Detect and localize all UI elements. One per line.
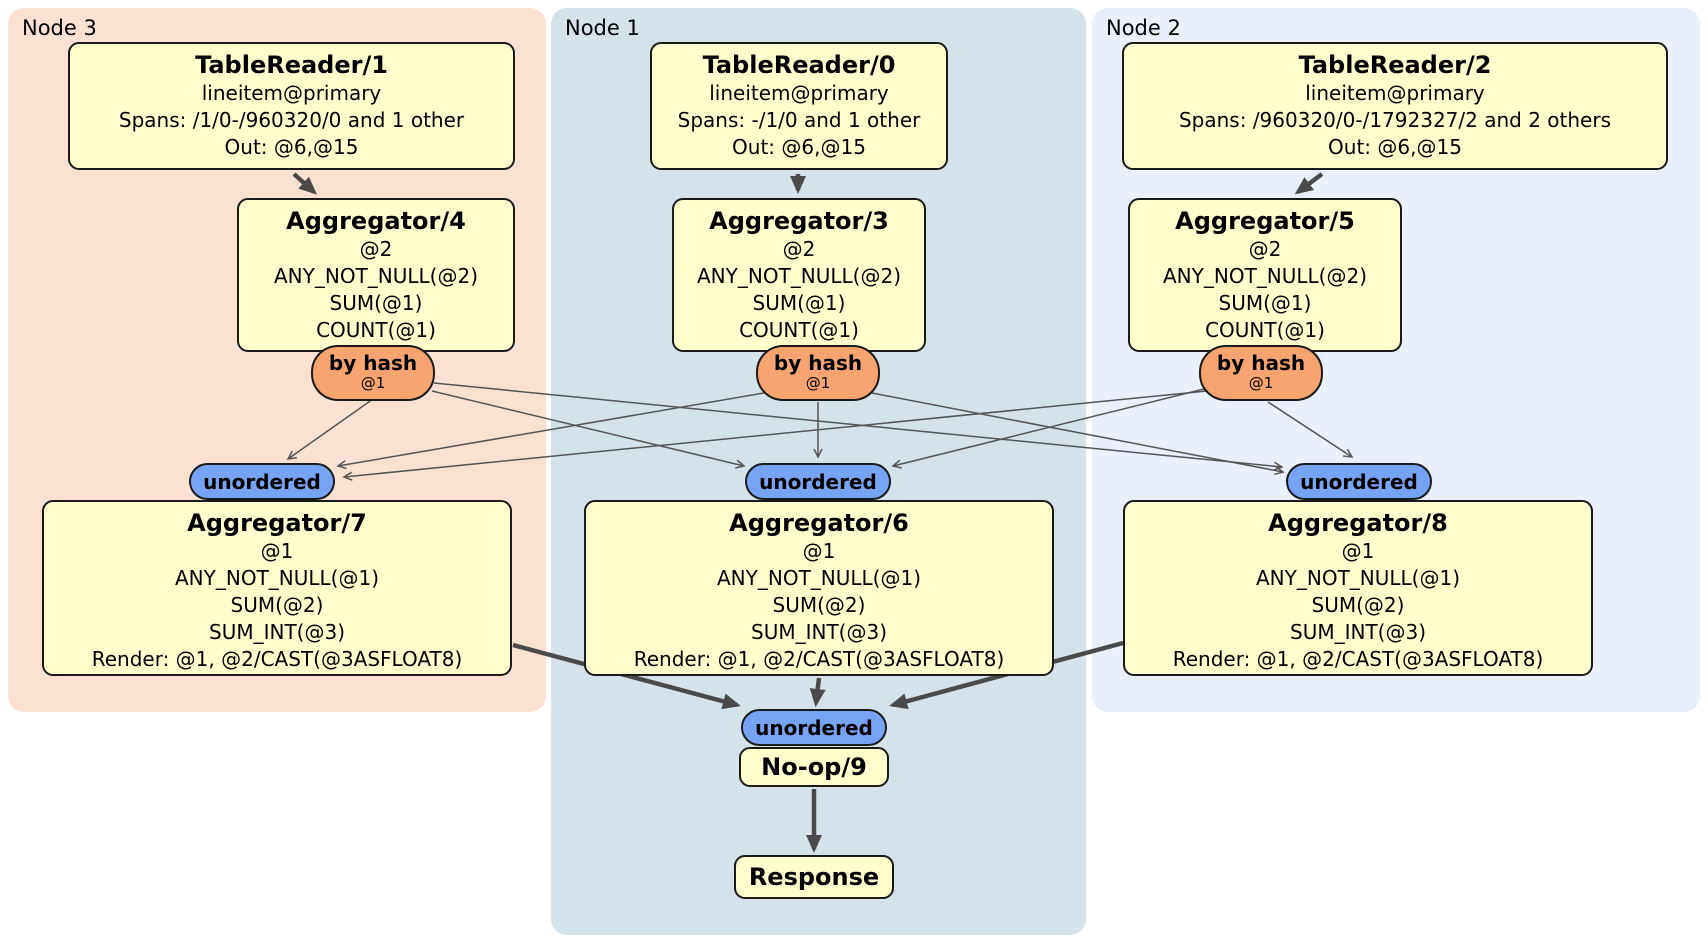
processor-title: TableReader/2 — [1298, 51, 1492, 79]
router-by-hash-node1: by hash @1 — [756, 345, 880, 401]
processor-title: TableReader/0 — [702, 51, 896, 79]
router-label: by hash — [328, 351, 418, 375]
region-node1-label: Node 1 — [565, 16, 640, 40]
thin-edges — [286, 382, 1354, 481]
processor-detail: ANY_NOT_NULL(@1) — [175, 566, 379, 590]
processor-detail: COUNT(@1) — [739, 318, 859, 342]
sync-label: unordered — [203, 469, 321, 494]
processor-detail: ANY_NOT_NULL(@2) — [274, 264, 478, 288]
processor-title: Aggregator/7 — [187, 509, 367, 537]
edge-hash1-un2 — [871, 392, 1285, 476]
edge-agg6-unordered — [809, 677, 826, 707]
processor-response: Response — [734, 855, 894, 899]
processor-detail: lineitem@primary — [201, 81, 382, 105]
processor-detail: ANY_NOT_NULL(@2) — [1163, 264, 1367, 288]
sync-unordered-node1: unordered — [745, 463, 891, 500]
sync-unordered-final: unordered — [741, 709, 887, 746]
processor-detail: Render: @1, @2/CAST(@3ASFLOAT8) — [1172, 647, 1544, 671]
processor-detail: ANY_NOT_NULL(@1) — [717, 566, 921, 590]
processor-noop-9: No-op/9 — [739, 747, 889, 787]
edge-tr2-agg5 — [1294, 172, 1324, 195]
processor-title: Response — [748, 863, 880, 891]
region-node3-label: Node 3 — [22, 16, 97, 40]
router-label: by hash — [1216, 351, 1306, 375]
processor-detail: SUM(@1) — [329, 291, 423, 315]
processor-detail: Render: @1, @2/CAST(@3ASFLOAT8) — [633, 647, 1005, 671]
processor-detail: SUM(@2) — [772, 593, 866, 617]
processor-detail: @1 — [1341, 539, 1375, 563]
processor-detail: lineitem@primary — [1305, 81, 1485, 105]
processor-title: Aggregator/8 — [1268, 509, 1448, 537]
processor-title: Aggregator/3 — [709, 207, 889, 235]
processor-aggregator-7: Aggregator/7 @1 ANY_NOT_NULL(@1) SUM(@2)… — [42, 500, 512, 676]
processor-detail: COUNT(@1) — [316, 318, 436, 342]
edge-hash3-un3 — [286, 398, 374, 460]
processor-title: Aggregator/6 — [729, 509, 909, 537]
region-node2-label: Node 2 — [1106, 16, 1181, 40]
processor-aggregator-3: Aggregator/3 @2 ANY_NOT_NULL(@2) SUM(@1)… — [672, 198, 926, 352]
processor-detail: Spans: /1/0-/960320/0 and 1 other — [118, 108, 465, 132]
sync-label: unordered — [1300, 469, 1418, 494]
edge-tr1-agg4 — [292, 172, 317, 195]
processor-detail: SUM_INT(@3) — [751, 620, 887, 644]
processor-detail: ANY_NOT_NULL(@1) — [1256, 566, 1460, 590]
processor-detail: SUM(@2) — [1311, 593, 1405, 617]
processor-detail: Out: @6,@15 — [1328, 135, 1462, 159]
edge-hash2-un1 — [891, 386, 1213, 469]
processor-detail: @2 — [1248, 237, 1282, 261]
processor-detail: ANY_NOT_NULL(@2) — [697, 264, 901, 288]
processor-detail: Render: @1, @2/CAST(@3ASFLOAT8) — [91, 647, 463, 671]
edge-hash2-un2 — [1267, 401, 1354, 458]
router-label: by hash — [773, 351, 863, 375]
processor-aggregator-8: Aggregator/8 @1 ANY_NOT_NULL(@1) SUM(@2)… — [1123, 500, 1593, 676]
processor-detail: SUM(@1) — [1218, 291, 1312, 315]
processor-detail: Spans: /960320/0-/1792327/2 and 2 others — [1178, 108, 1611, 132]
router-key: @1 — [805, 374, 831, 392]
processor-detail: SUM(@2) — [230, 593, 324, 617]
processor-detail: SUM_INT(@3) — [209, 620, 345, 644]
processor-title: Aggregator/5 — [1175, 207, 1355, 235]
processor-tablereader-0: TableReader/0 lineitem@primary Spans: -/… — [650, 42, 948, 170]
processor-tablereader-2: TableReader/2 lineitem@primary Spans: /9… — [1122, 42, 1668, 170]
processor-detail: @1 — [802, 539, 836, 563]
edge-hash3-un2 — [433, 382, 1284, 471]
edge-hash1-un3 — [336, 392, 765, 470]
processor-detail: SUM(@1) — [752, 291, 846, 315]
processor-detail: Out: @6,@15 — [732, 135, 866, 159]
router-by-hash-node2: by hash @1 — [1199, 345, 1323, 401]
processor-detail: @2 — [782, 237, 816, 261]
processor-aggregator-4: Aggregator/4 @2 ANY_NOT_NULL(@2) SUM(@1)… — [237, 198, 515, 352]
processor-detail: lineitem@primary — [709, 81, 889, 105]
processor-title: Aggregator/4 — [286, 207, 466, 235]
processor-detail: SUM_INT(@3) — [1290, 620, 1426, 644]
processor-title: No-op/9 — [761, 753, 867, 781]
processor-detail: COUNT(@1) — [1205, 318, 1325, 342]
processor-detail: @2 — [359, 237, 393, 261]
edge-hash3-un1 — [431, 390, 746, 469]
processor-aggregator-5: Aggregator/5 @2 ANY_NOT_NULL(@2) SUM(@1)… — [1128, 198, 1402, 352]
sync-label: unordered — [755, 715, 873, 740]
router-key: @1 — [360, 374, 386, 392]
router-by-hash-node3: by hash @1 — [311, 345, 435, 401]
processor-tablereader-1: TableReader/1 lineitem@primary Spans: /1… — [68, 42, 515, 170]
edge-hash2-un3 — [342, 390, 1208, 481]
processor-aggregator-6: Aggregator/6 @1 ANY_NOT_NULL(@1) SUM(@2)… — [584, 500, 1054, 676]
processor-detail: Spans: -/1/0 and 1 other — [677, 108, 921, 132]
processor-title: TableReader/1 — [195, 51, 388, 79]
sync-unordered-node2: unordered — [1286, 463, 1432, 500]
router-key: @1 — [1248, 374, 1274, 392]
processor-detail: Out: @6,@15 — [224, 135, 359, 159]
processor-detail: @1 — [260, 539, 294, 563]
sync-unordered-node3: unordered — [189, 463, 335, 500]
sync-label: unordered — [759, 469, 877, 494]
